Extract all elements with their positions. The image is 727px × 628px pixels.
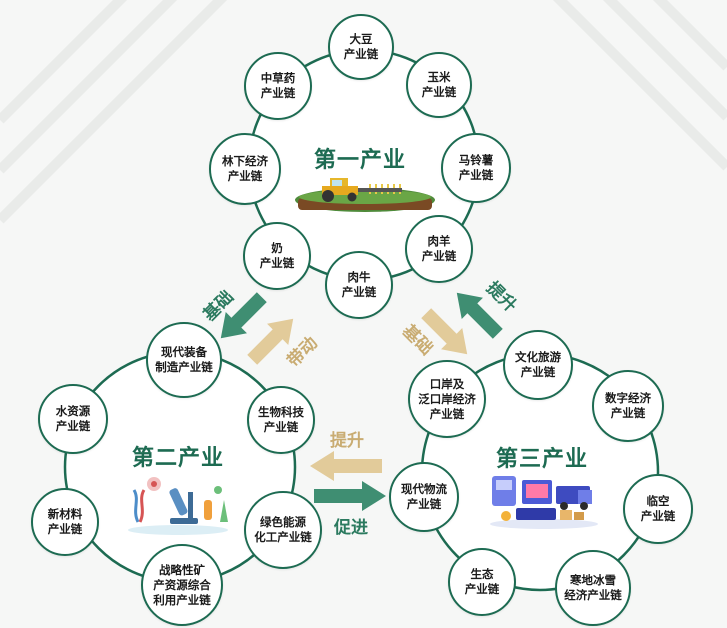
node-label: 肉羊 产业链 — [421, 234, 457, 263]
arrow-primary-to-tertiary — [421, 308, 468, 355]
logistics-digital-illustration — [490, 476, 598, 529]
arrow-primary-to-secondary — [220, 292, 267, 339]
node-label: 肉牛 产业链 — [341, 270, 377, 299]
arrow-tertiary-to-primary — [456, 292, 503, 339]
node-beef-chain: 肉牛 产业链 — [325, 251, 393, 319]
node-water-resource-chain: 水资源 产业链 — [38, 384, 108, 454]
node-herb-chain: 中草药 产业链 — [244, 52, 312, 120]
node-biotech-chain: 生物科技 产业链 — [247, 386, 315, 454]
node-label: 生态 产业链 — [464, 567, 500, 596]
node-mineral-chain: 战略性矿 产资源综合 利用产业链 — [141, 544, 223, 626]
node-label: 现代装备 制造产业链 — [155, 345, 213, 374]
lab-science-illustration — [128, 477, 228, 535]
primary-title: 第一产业 — [314, 148, 407, 173]
arrow-secondary-to-primary — [247, 318, 294, 365]
arrow-secondary-to-tertiary — [314, 481, 386, 511]
node-soybean-chain: 大豆 产业链 — [328, 14, 394, 80]
node-port-economy-chain: 口岸及 泛口岸经济 产业链 — [408, 360, 486, 438]
node-new-material-chain: 新材料 产业链 — [31, 488, 99, 556]
node-milk-chain: 奶 产业链 — [243, 222, 311, 290]
node-label: 水资源 产业链 — [55, 404, 91, 433]
node-label: 奶 产业链 — [259, 241, 295, 270]
arrow-tertiary-to-secondary — [310, 451, 382, 481]
label-tertiary-to-secondary: 提升 — [330, 431, 364, 451]
node-digital-economy-chain: 数字经济 产业链 — [592, 370, 664, 442]
node-label: 寒地冰雪 经济产业链 — [564, 573, 622, 602]
node-label: 生物科技 产业链 — [258, 405, 304, 434]
node-label: 战略性矿 产资源综合 利用产业链 — [153, 562, 211, 607]
node-label: 绿色能源 化工产业链 — [254, 515, 312, 544]
node-label: 口岸及 泛口岸经济 产业链 — [418, 376, 476, 421]
node-green-energy-chain: 绿色能源 化工产业链 — [244, 491, 322, 569]
node-potato-chain: 马铃薯 产业链 — [441, 133, 511, 203]
node-label: 文化旅游 产业链 — [515, 350, 561, 379]
node-label: 玉米 产业链 — [421, 70, 457, 99]
secondary-title: 第二产业 — [132, 446, 225, 471]
node-culture-tourism-chain: 文化旅游 产业链 — [503, 330, 573, 400]
node-cold-region-chain: 寒地冰雪 经济产业链 — [555, 550, 631, 626]
node-label: 林下经济 产业链 — [222, 154, 268, 183]
node-label: 马铃薯 产业链 — [458, 153, 494, 182]
node-airport-chain: 临空 产业链 — [623, 474, 693, 544]
node-forest-economy-chain: 林下经济 产业链 — [209, 133, 281, 205]
node-equipment-chain: 现代装备 制造产业链 — [146, 322, 222, 398]
node-label: 大豆 产业链 — [343, 32, 379, 61]
node-logistics-chain: 现代物流 产业链 — [389, 462, 459, 532]
label-secondary-to-tertiary: 促进 — [334, 518, 368, 538]
tractor-field-illustration — [295, 178, 435, 212]
node-corn-chain: 玉米 产业链 — [406, 52, 472, 118]
node-label: 现代物流 产业链 — [401, 482, 447, 511]
node-label: 临空 产业链 — [640, 494, 676, 523]
node-ecology-chain: 生态 产业链 — [448, 548, 516, 616]
node-mutton-chain: 肉羊 产业链 — [405, 215, 473, 283]
node-label: 数字经济 产业链 — [605, 391, 651, 420]
node-label: 中草药 产业链 — [260, 71, 296, 100]
node-label: 新材料 产业链 — [47, 507, 83, 536]
tertiary-title: 第三产业 — [496, 447, 589, 472]
